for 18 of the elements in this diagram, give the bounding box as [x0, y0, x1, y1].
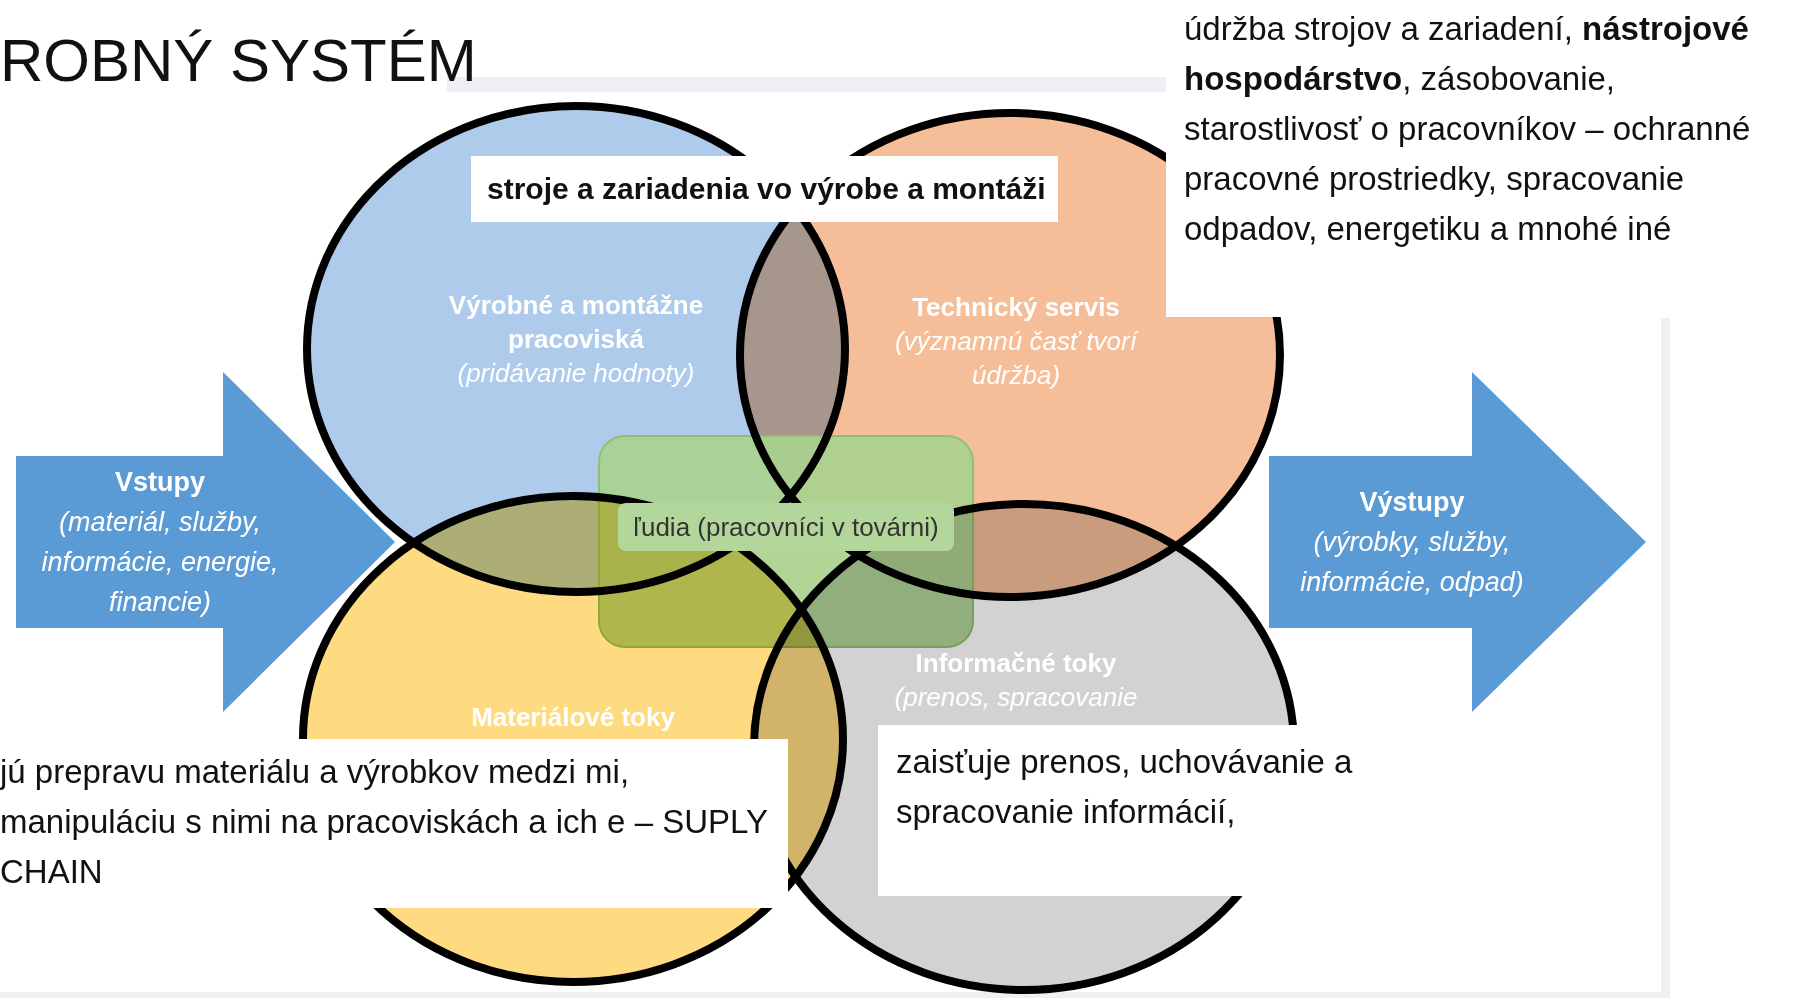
circle-subtext: (pridávanie hodnoty)	[456, 357, 696, 390]
arrow-heading: Vstupy	[114, 466, 206, 499]
arrow-subtext: (výrobky, služby, informácie, odpad)	[1299, 526, 1525, 599]
note-box	[471, 156, 1058, 222]
circle-heading: Materiálové toky	[470, 701, 676, 734]
input-arrow	[16, 372, 395, 712]
note-text: zaisťuje prenos, uchovávanie a spracovanie informácií,	[896, 742, 1354, 832]
arrow-heading: Výstupy	[1358, 486, 1466, 519]
circle-heading: ľudia (pracovníci v továrni)	[632, 511, 940, 544]
circle-subtext: (významnú časť tvorí údržba)	[894, 325, 1140, 392]
arrow-subtext: (materiál, služby, informácie, energie, financie)	[40, 506, 280, 619]
title: ROBNÝ SYSTÉM	[0, 26, 477, 95]
note-box	[0, 739, 788, 908]
circle-heading: Výrobné a montážne pracoviská	[447, 289, 705, 356]
note-text: stroje a zariadenia vo výrobe a montáži	[487, 171, 1046, 207]
output-arrow	[1269, 372, 1646, 712]
note-text: údržba strojov a zariadení, nástrojové hospodárstvo, zásobovanie, starostlivosť o pracovníkov – ochranné pracovné prostriedky, spracovanie odpadov, energetiku a mnohé iné	[1184, 9, 1752, 249]
circle-heading: Technický servis	[911, 291, 1121, 324]
